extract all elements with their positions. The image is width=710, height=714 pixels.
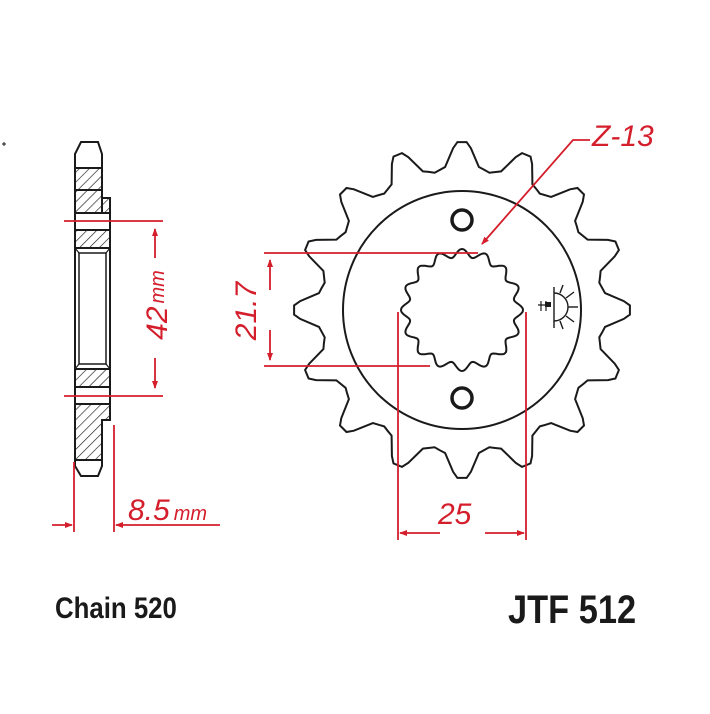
hub-diameter-value: 42 — [141, 306, 174, 340]
dimension-thickness — [52, 425, 220, 532]
thickness-unit: mm — [173, 503, 208, 525]
part-number-label: JTF 512 — [508, 588, 637, 632]
dimension-spline-height — [264, 252, 478, 367]
side-view — [74, 141, 111, 477]
chain-size-label: Chain 520 — [55, 592, 177, 625]
sun-stamp-icon — [538, 284, 578, 330]
spline-bore — [399, 247, 525, 373]
sprocket-teeth-outline — [293, 141, 631, 479]
leader-teeth-count — [481, 139, 590, 245]
spline-height-label: 21.7 — [230, 281, 263, 341]
dimension-spline-width — [397, 312, 527, 540]
mounting-hole-bottom — [450, 386, 474, 410]
teeth-count-label: Z-13 — [592, 120, 654, 153]
sprocket-front-view — [293, 141, 631, 479]
hub-circle — [342, 190, 582, 430]
thickness-value: 8.5 — [128, 494, 170, 527]
dimension-hub-diameter — [64, 220, 163, 397]
stray-mark — [2, 142, 6, 146]
mounting-hole-top — [450, 208, 474, 232]
hub-diameter-unit: mm — [146, 270, 169, 304]
spline-width-label: 25 — [438, 498, 472, 531]
